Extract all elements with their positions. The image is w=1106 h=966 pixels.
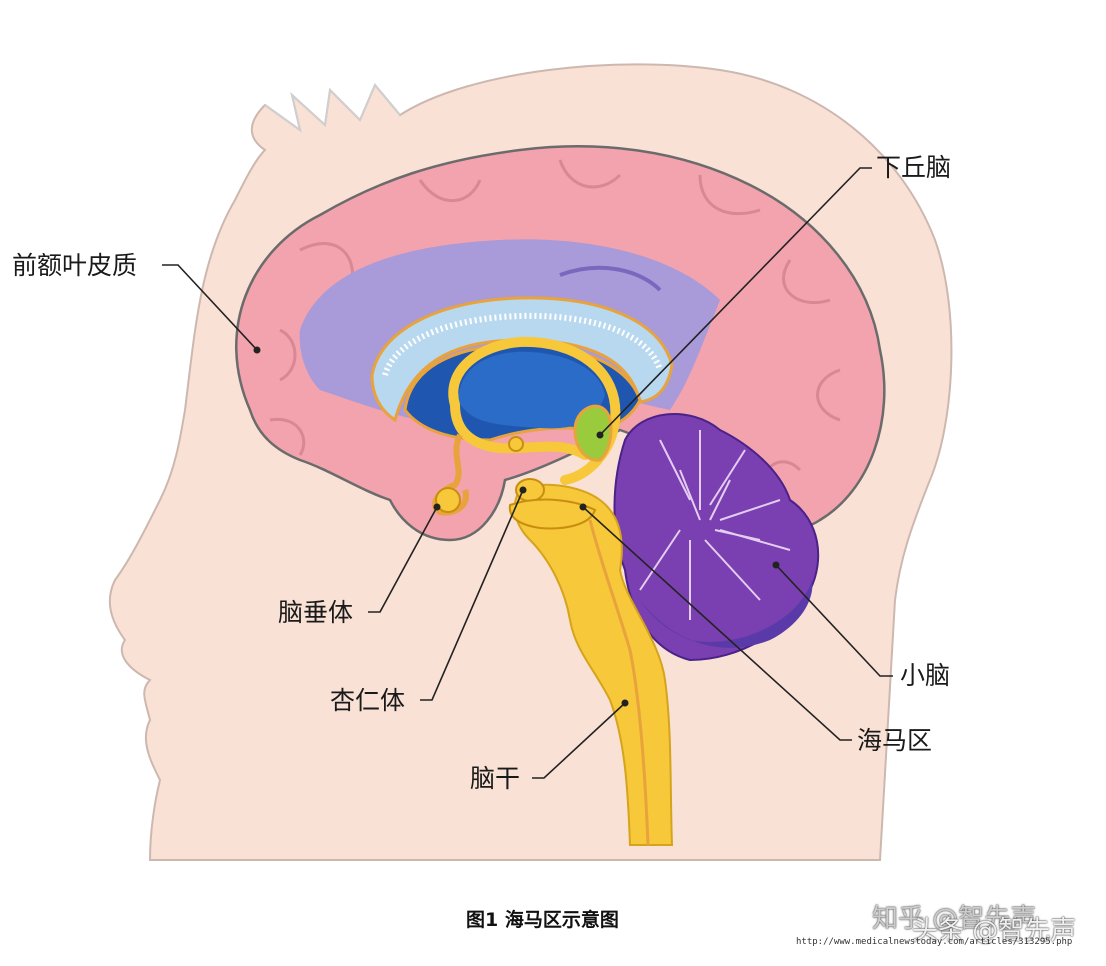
leader-hippocampus [582, 506, 852, 741]
label-brainstem: 脑干 [470, 764, 521, 793]
leader-lines [162, 167, 893, 779]
leader-cerebellum [775, 564, 893, 677]
label-hippocampus: 海马区 [857, 726, 933, 755]
leader-prefrontal [162, 264, 258, 351]
label-pituitary: 脑垂体 [278, 598, 354, 627]
label-hypothalamus: 下丘脑 [876, 153, 952, 182]
hypothalamus-shape [573, 404, 613, 462]
leader-hypothalamus [599, 167, 872, 436]
watermark-toutiao: 头条 @智先声 [912, 916, 1077, 946]
cerebellum-shape [613, 413, 820, 662]
watermark-zhihu: 知乎 @智先声 [872, 904, 1037, 934]
label-amygdala: 杏仁体 [330, 686, 406, 715]
label-cerebellum: 小脑 [900, 661, 951, 690]
leader-amygdala [420, 489, 524, 701]
figure-caption: 图1 海马区示意图 [466, 909, 619, 931]
label-prefrontal-cortex: 前额叶皮质 [12, 251, 138, 280]
source-url: http://www.medicalnewstoday.com/articles… [796, 937, 1073, 947]
leader-brainstem [532, 702, 626, 779]
leader-pituitary [368, 506, 438, 613]
hippocampus-shape [508, 498, 597, 530]
pituitary-shape [432, 433, 469, 516]
brainstem-shape [513, 483, 674, 846]
